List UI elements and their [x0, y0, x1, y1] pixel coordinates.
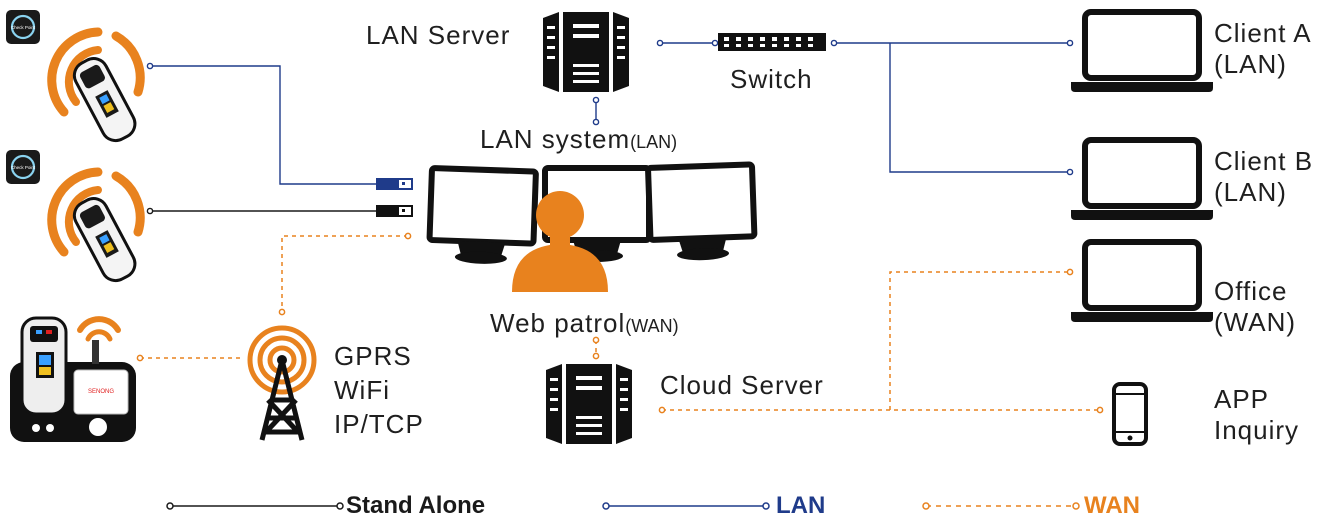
switch-icon: [718, 33, 826, 51]
legend-stand-alone: Stand Alone: [346, 492, 486, 519]
cloud-server-label: Cloud Server: [660, 370, 824, 400]
monitor-icon: [429, 164, 755, 265]
office-label: Office (WAN): [1214, 276, 1296, 337]
legend-wan: WAN: [1084, 492, 1140, 519]
laptop-icon-client-a: [1071, 12, 1213, 92]
lan-system-sub: (LAN): [630, 132, 678, 152]
checkpoint-reader-2: [6, 150, 140, 286]
checkpoint-reader-1: [6, 10, 140, 146]
app-name: APP: [1214, 384, 1270, 414]
lan-server-icon: [543, 12, 629, 92]
lan-server-label: LAN Server: [366, 20, 511, 50]
web-patrol-main: Web patrol: [490, 308, 626, 338]
laptop-icon-office: [1071, 242, 1213, 322]
dock-station-icon: SENONG: [10, 316, 136, 442]
switch-label: Switch: [730, 64, 813, 94]
cloud-server-icon: [546, 364, 632, 444]
laptop-icon-client-b: [1071, 140, 1213, 220]
stand-alone-link: [146, 207, 376, 215]
client-a-sub: (LAN): [1214, 48, 1287, 79]
client-b-sub: (LAN): [1214, 176, 1287, 207]
person-icon: [512, 191, 608, 292]
client-a-label: Client A (LAN): [1214, 18, 1312, 79]
protocol-gprs: GPRS: [334, 341, 412, 371]
dock-brand: SENONG: [88, 389, 114, 395]
web-patrol-sub: (WAN): [625, 316, 679, 336]
web-patrol-label: Web patrol(WAN): [490, 308, 679, 339]
antenna-tower-icon: [247, 325, 317, 441]
lan-system-label: LAN system(LAN): [480, 124, 677, 155]
app-sub: Inquiry: [1214, 414, 1300, 445]
legend-lines: [166, 502, 1080, 510]
protocol-wifi: WiFi: [334, 374, 390, 405]
client-b-name: Client B: [1214, 146, 1314, 176]
network-protocols-label: GPRS WiFi IP/TCP: [334, 340, 424, 441]
legend-lan: LAN: [776, 492, 826, 519]
wan-links: [136, 232, 1104, 414]
app-label: APP Inquiry: [1214, 384, 1299, 445]
protocol-iptcp: IP/TCP: [334, 408, 424, 439]
client-b-label: Client B (LAN): [1214, 146, 1313, 207]
usb-plug-icon: [376, 178, 413, 217]
lan-system-main: LAN system: [480, 124, 631, 154]
lan-links: [146, 39, 1074, 185]
client-a-name: Client A: [1214, 18, 1312, 48]
phone-icon: [1112, 382, 1148, 446]
office-name: Office: [1214, 276, 1288, 306]
office-sub: (WAN): [1214, 306, 1297, 337]
